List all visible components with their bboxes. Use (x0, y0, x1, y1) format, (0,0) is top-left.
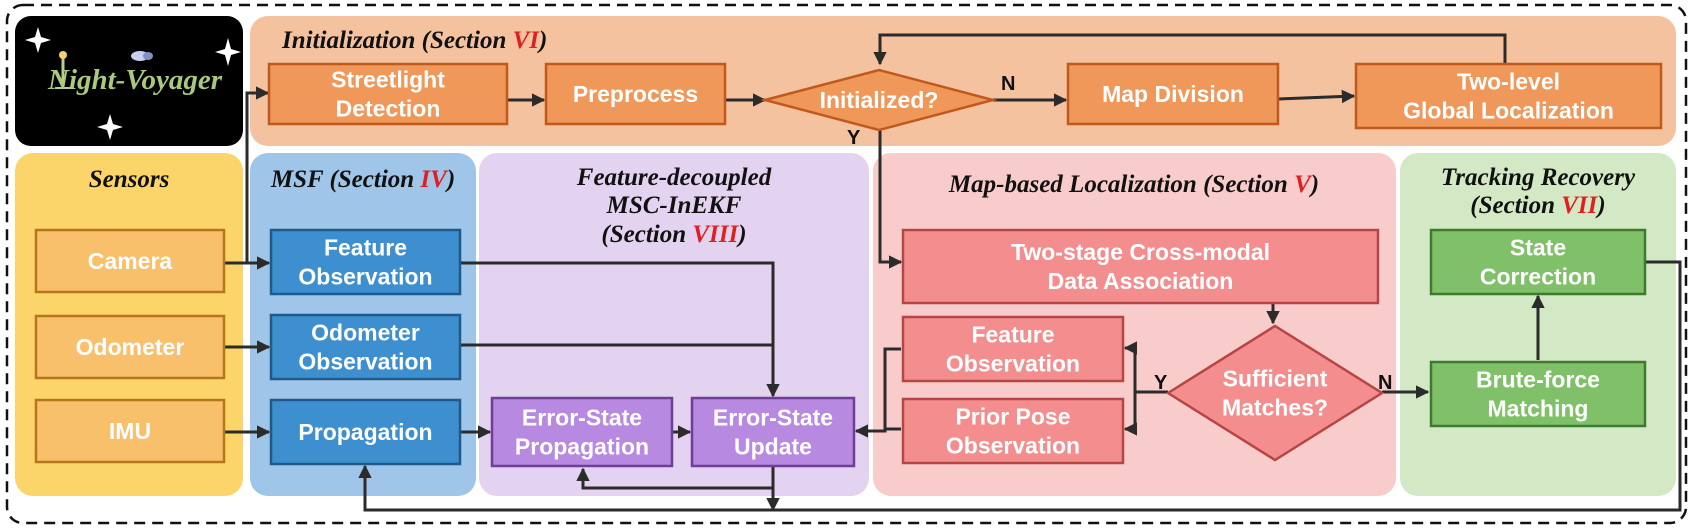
prior-pose-label: Prior Pose (955, 404, 1070, 430)
map-feature-label: Feature (971, 322, 1054, 348)
msf-odometer-label: Odometer (311, 320, 420, 346)
state-correction-label: State (1510, 235, 1566, 261)
odometer-label: Odometer (76, 334, 185, 360)
two-level-label: Global Localization (1403, 98, 1614, 124)
imu-label: IMU (109, 418, 151, 444)
msf-feature-label: Feature (324, 235, 407, 261)
edge-yes-to-feature-observation (1123, 341, 1168, 394)
odometer-box: Odometer (34, 314, 226, 380)
camera-box: Camera (34, 228, 226, 294)
map-division-box: Map Division (1066, 62, 1280, 126)
edge-feature-to-update (460, 261, 780, 398)
outer-frame (5, 3, 1688, 525)
error-prop-label: Propagation (515, 434, 649, 460)
edge-label-match-yes: Y (1154, 372, 1168, 394)
msf-title: MSF (Section IV) (270, 166, 455, 193)
edge-global-to-initialized (873, 33, 1507, 66)
feature-decoupled-title-3: (Section VIII) (601, 221, 746, 248)
edge-state-correction-to-propagation (358, 260, 1682, 512)
cross-modal-label: Two-stage Cross-modal (1011, 239, 1270, 265)
preprocess-label: Preprocess (573, 81, 698, 107)
tracking-recovery-title-1: Tracking Recovery (1441, 164, 1636, 191)
map-localization-title: Map-based Localization (Section V) (948, 171, 1319, 198)
initialized-label: Initialized? (820, 87, 939, 113)
star-icon (215, 38, 241, 66)
sufficient-label: Matches? (1222, 395, 1328, 421)
star-icon (25, 27, 51, 53)
feature-decoupled-title-2: MSC-InEKF (606, 192, 742, 219)
sensors-title: Sensors (89, 166, 170, 193)
camera-label: Camera (88, 248, 173, 274)
edge-update-to-error-prop (576, 467, 775, 490)
brute-force-label: Brute-force (1476, 367, 1600, 393)
prior-pose-label: Observation (946, 433, 1080, 459)
streetlight-detection-label: Detection (336, 96, 441, 122)
imu-box: IMU (34, 398, 226, 464)
initialized-decision: Initialized? (760, 68, 998, 132)
sufficient-label: Sufficient (1223, 366, 1328, 392)
error-update-label: Error-State (713, 405, 833, 431)
tracking-recovery-title-2: (Section VII) (1470, 192, 1605, 219)
feature-decoupled-title-1: Feature-decoupled (576, 164, 772, 191)
msf-feature-label: Observation (298, 264, 432, 290)
edge-yes-to-prior-pose (1123, 392, 1138, 436)
brute-force-label: Matching (1488, 396, 1589, 422)
edge-label-match-no: N (1378, 372, 1392, 394)
two-level-label: Two-level (1457, 69, 1560, 95)
streetlight-detection-label: Streetlight (331, 67, 445, 93)
edge-map-division-to-global (1277, 89, 1356, 104)
night-voyager-logo: Night-Voyager (15, 16, 243, 146)
edge-initialized-yes-to-cross-modal (878, 130, 903, 269)
logo-text: Night-Voyager (47, 64, 223, 96)
cross-modal-label: Data Association (1048, 268, 1234, 294)
preprocess-box: Preprocess (544, 62, 727, 126)
map-division-label: Map Division (1102, 81, 1244, 107)
connector-edges (224, 33, 1682, 512)
edge-label-no: N (1001, 73, 1015, 95)
state-correction-label: Correction (1480, 264, 1596, 290)
streetlight-icon (55, 51, 153, 89)
map-feature-label: Observation (946, 351, 1080, 377)
error-prop-label: Error-State (522, 405, 642, 431)
propagation-label: Propagation (298, 419, 432, 445)
msf-odometer-label: Observation (298, 349, 432, 375)
error-update-label: Update (734, 434, 812, 460)
star-icon (97, 114, 123, 140)
initialization-title: Initialization (Section VI) (281, 27, 547, 54)
edge-map-observations-link (883, 347, 901, 431)
propagation-box: Propagation (269, 398, 462, 466)
edge-map-obs-to-update (854, 424, 887, 438)
edge-label-yes: Y (847, 127, 861, 149)
